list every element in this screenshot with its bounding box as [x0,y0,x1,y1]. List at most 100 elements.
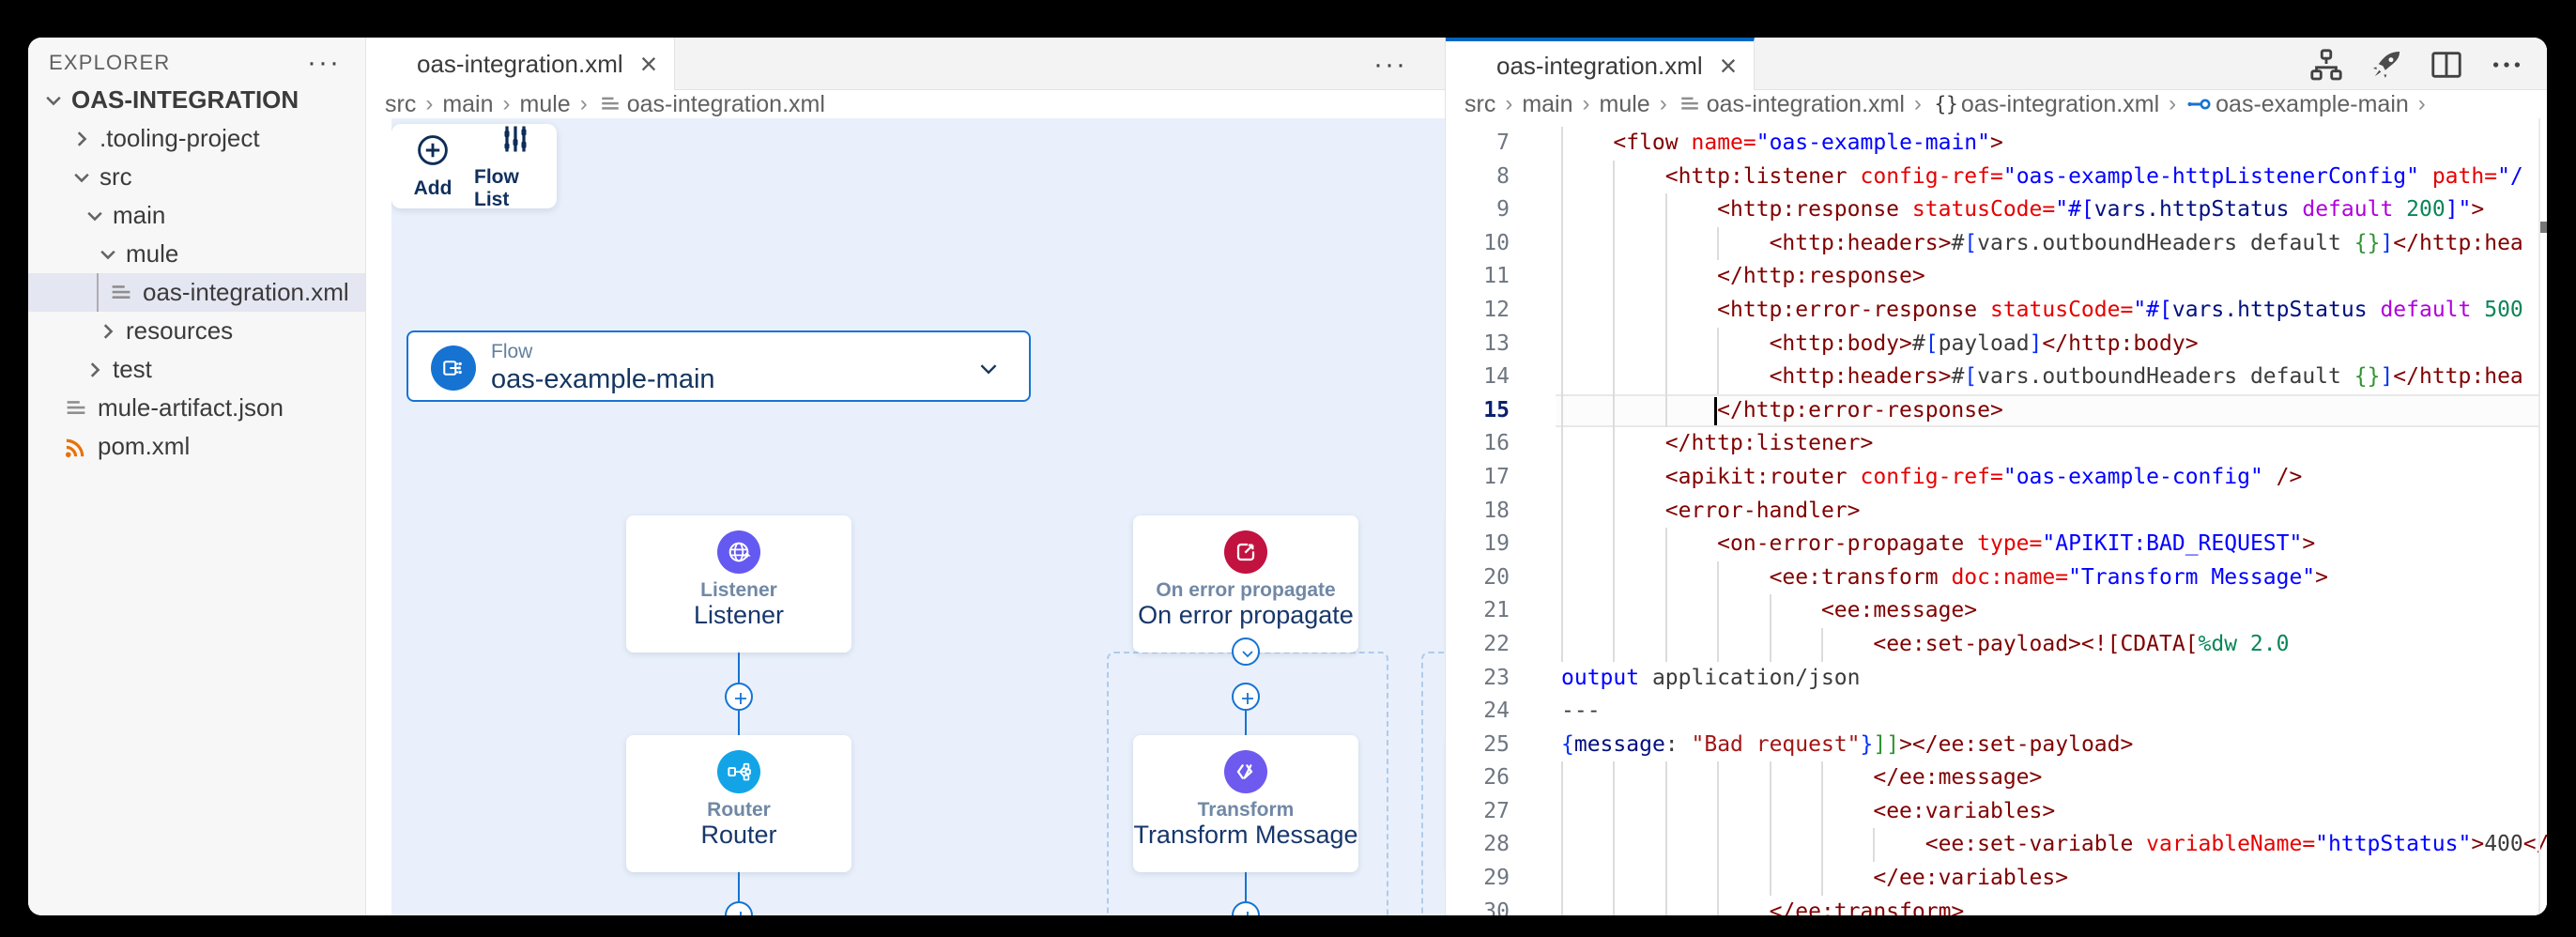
tree-item-main[interactable]: main [28,196,365,235]
indent-guide [1613,327,1616,361]
indent-guide [1664,862,1667,896]
node-subtitle: Listener [700,579,777,601]
flow-selector-dropdown[interactable]: Flow oas-example-main [406,330,1031,402]
node-subtitle: Router [707,799,771,821]
breadcrumb-item-oas-integration-xml[interactable]: oas-integration.xml [597,91,825,118]
tree-item-oas-integration-xml[interactable]: oas-integration.xml [28,273,365,312]
flow-diagram-icon[interactable] [2308,47,2344,83]
xml-editor-pane: oas-integration.xml × src›main›mule›oas-… [1445,38,2547,915]
explorer-more-actions-icon[interactable]: ··· [307,47,341,78]
close-icon[interactable]: × [1719,49,1738,83]
indent-guide [1613,193,1616,227]
indent-guide [1664,260,1667,294]
tab-oas-integration-canvas[interactable]: oas-integration.xml × [366,38,676,90]
more-actions-icon[interactable] [2489,47,2524,83]
line-number: 12 [1483,297,1510,322]
breadcrumb-item-src[interactable]: src [1464,91,1495,118]
breadcrumb-item-oas-integration-xml[interactable]: {}oas-integration.xml [1931,91,2159,118]
line-number: 16 [1483,431,1510,456]
flow-list-icon [498,122,532,161]
tree-item-mule-artifact-json[interactable]: mule-artifact.json [28,389,365,427]
chevron-right-icon[interactable] [69,127,94,151]
indent-guide [1561,594,1563,628]
chevron-down-icon[interactable] [83,204,107,228]
breadcrumb-item-oas-example-main[interactable]: oas-example-main [2185,91,2409,118]
indent-guide [1664,361,1667,394]
indent-guide [1769,594,1771,628]
deploy-rocket-icon[interactable] [2369,47,2404,83]
code-line-19: <on-error-propagate type="APIKIT:BAD_REQ… [1446,528,2547,561]
overview-ruler[interactable] [2538,118,2540,915]
add-step-button[interactable] [725,901,753,915]
tree-item-mule[interactable]: mule [28,235,365,273]
indent-guide [1561,862,1563,896]
chevron-right-icon[interactable] [96,319,120,344]
indent-guide [1664,761,1667,795]
indent-guide [1717,226,1720,261]
breadcrumb-item-main[interactable]: main [442,91,493,118]
breadcrumb-item-mule[interactable]: mule [520,91,571,118]
pom-xml-icon [62,433,90,461]
center-more-actions-icon[interactable]: ··· [1373,49,1407,80]
error-scope-container [1421,652,1445,915]
close-icon[interactable]: × [639,47,658,81]
tree-item-resources[interactable]: resources [28,312,365,350]
tree-item-oas-integration[interactable]: OAS-INTEGRATION [28,81,365,119]
breadcrumb-label: src [1464,90,1496,117]
line-number: 19 [1483,531,1510,557]
flow-connector [1245,711,1247,735]
indent-guide [1613,895,1616,915]
breadcrumb-item-oas-integration-xml[interactable]: oas-integration.xml [1677,91,1905,118]
node-subtitle: Transform [1197,799,1295,821]
indent-guide [1769,794,1771,829]
chevron-right-icon[interactable] [83,358,107,382]
split-editor-icon[interactable] [2429,47,2464,83]
chevron-down-icon[interactable] [41,88,66,113]
ide-window: EXPLORER ··· OAS-INTEGRATION.tooling-pro… [28,38,2547,915]
collapse-scope-button[interactable] [1232,637,1260,666]
indent-guide [1717,627,1720,662]
indent-guide [1613,862,1616,896]
code-line-26: </ee:message> [1446,761,2547,795]
breadcrumb-item-main[interactable]: main [1522,91,1572,118]
chevron-down-icon[interactable] [69,165,94,190]
tree-item-test[interactable]: test [28,350,365,389]
indent-guide [1613,160,1616,194]
add-step-button[interactable] [1232,683,1260,711]
indent-guide [1561,627,1563,662]
line-number: 29 [1483,866,1510,891]
breadcrumb-item-mule[interactable]: mule [1600,91,1650,118]
indent-guide [1769,828,1771,863]
line-number: 21 [1483,598,1510,623]
tree-item-src[interactable]: src [28,158,365,196]
tree-item-label: .tooling-project [100,124,260,152]
tree-item-pom-xml[interactable]: pom.xml [28,427,365,466]
indent-guide [1613,293,1616,328]
chevron-down-icon[interactable] [96,242,120,267]
flow-canvas[interactable]: Add Flow List Flow oas-example-main List… [391,118,1445,915]
line-number: 13 [1483,330,1510,356]
indent-guide [1873,828,1876,863]
code-line-12: <http:error-response statusCode="#[vars.… [1446,293,2547,328]
flow-list-button[interactable]: Flow List [474,122,557,210]
file-lines-icon [379,50,407,78]
breadcrumb-label: src [385,90,417,117]
indent-guide [1613,561,1616,595]
indent-guide [1664,828,1667,863]
indent-guide [1664,594,1667,628]
tab-oas-integration-xml[interactable]: oas-integration.xml × [1446,38,1756,90]
error-propagate-icon [1224,530,1267,574]
indent-guide [1717,794,1720,829]
indent-guide [1613,794,1616,829]
breadcrumb-label: mule [519,90,571,117]
tree-item--tooling-project[interactable]: .tooling-project [28,119,365,158]
breadcrumb-item-src[interactable]: src [385,91,416,118]
line-number: 17 [1483,464,1510,489]
add-button[interactable]: Add [391,124,474,208]
add-step-button[interactable] [725,683,753,711]
